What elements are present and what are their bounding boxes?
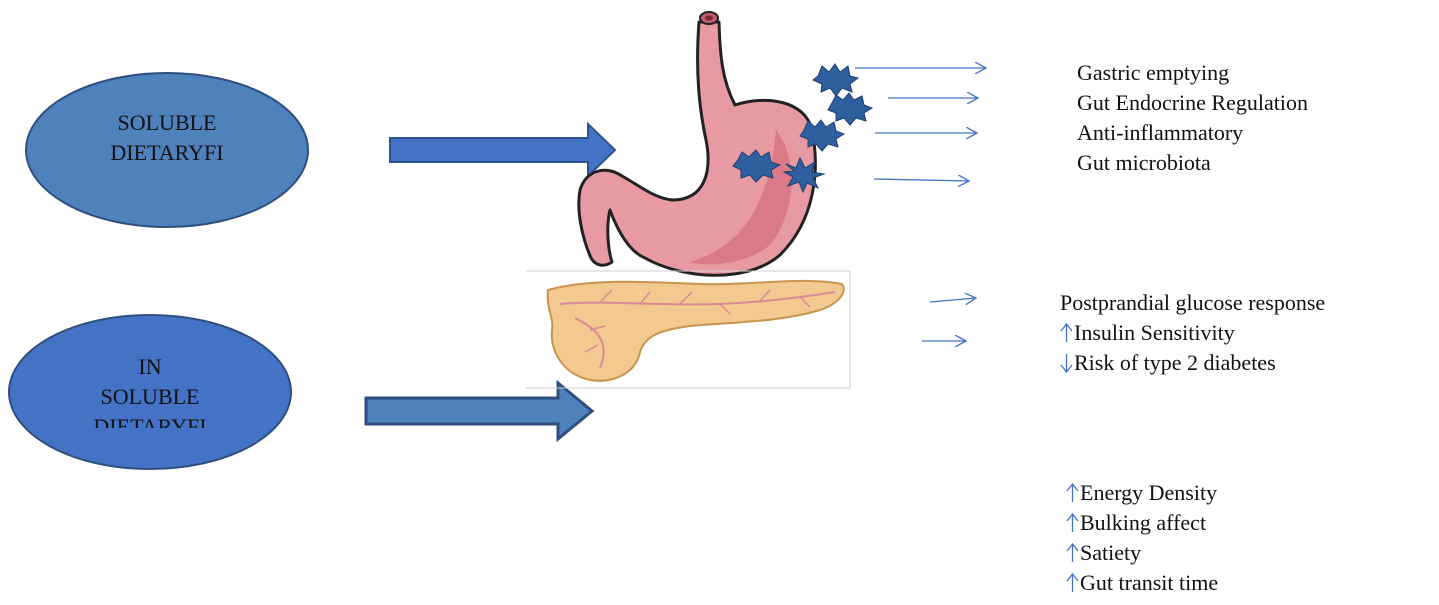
effect-item: Gastric emptying [1077, 58, 1308, 88]
microbe-icon [828, 93, 872, 125]
pancreas-illustration [526, 271, 850, 388]
thin-arrow [930, 298, 976, 302]
up-arrow-icon [1066, 483, 1079, 503]
effect-text: Energy Density [1080, 478, 1217, 508]
effect-text: Risk of type 2 diabetes [1074, 348, 1276, 378]
stomach-illustration [579, 12, 815, 275]
label-line: IN [30, 352, 270, 382]
label-line: DIETARYFI [47, 138, 287, 168]
effect-text: Bulking affect [1080, 508, 1206, 538]
effect-text: Postprandial glucose response [1060, 288, 1325, 318]
label-line: SOLUBLE [47, 108, 287, 138]
effect-item: Energy Density [1066, 478, 1218, 508]
effect-item: Anti-inflammatory [1077, 118, 1308, 148]
effect-text: Gut transit time [1080, 568, 1218, 598]
effect-text: Gut microbiota [1077, 148, 1211, 178]
up-arrow-icon [1066, 573, 1079, 593]
insoluble-fiber-label: IN SOLUBLE DIETARYFI [30, 352, 270, 428]
label-line: DIETARYFI [30, 412, 270, 428]
thin-arrow [874, 179, 969, 181]
effect-item: Gut microbiota [1077, 148, 1308, 178]
effect-text: Satiety [1080, 538, 1141, 568]
effect-item: Gut Endocrine Regulation [1077, 88, 1308, 118]
microbe-icon [813, 64, 858, 96]
down-arrow-icon [1060, 353, 1073, 373]
label-line: SOLUBLE [30, 382, 270, 412]
effect-text: Anti-inflammatory [1077, 118, 1243, 148]
effect-item: Satiety [1066, 538, 1218, 568]
effect-item: Postprandial glucose response [1060, 288, 1325, 318]
insoluble-block-arrow [366, 383, 592, 439]
effect-item: Insulin Sensitivity [1060, 318, 1325, 348]
up-arrow-icon [1066, 513, 1079, 533]
effect-item: Bulking affect [1066, 508, 1218, 538]
up-arrow-icon [1060, 323, 1073, 343]
effect-text: Gastric emptying [1077, 58, 1229, 88]
effect-item: Gut transit time [1066, 568, 1218, 598]
soluble-fiber-label: SOLUBLE DIETARYFI [47, 108, 287, 188]
effect-text: Gut Endocrine Regulation [1077, 88, 1308, 118]
up-arrow-icon [1066, 543, 1079, 563]
effect-item: Risk of type 2 diabetes [1060, 348, 1325, 378]
soluble-block-arrow [390, 124, 615, 176]
effect-text: Insulin Sensitivity [1074, 318, 1235, 348]
